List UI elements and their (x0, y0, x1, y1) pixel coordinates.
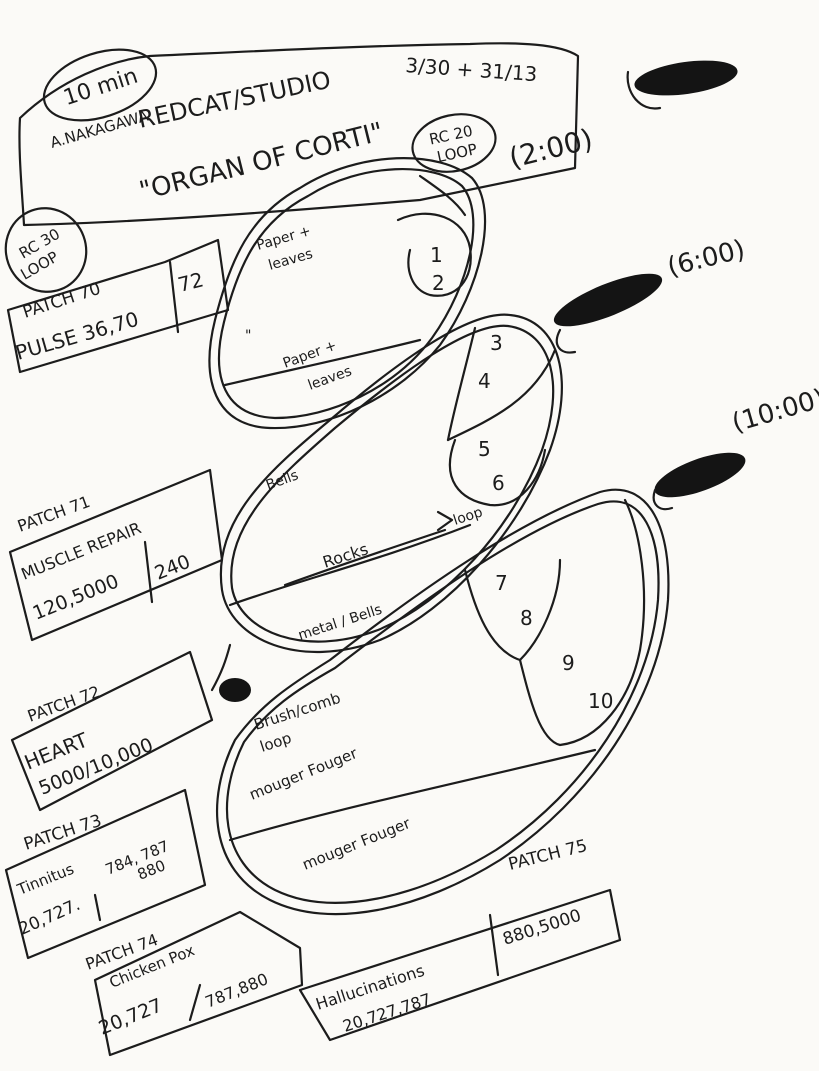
patch-72-label: PATCH 72 (25, 682, 103, 726)
shape-2 (219, 313, 563, 654)
scribble-redaction-1 (626, 60, 738, 110)
scribble-redaction-4 (219, 678, 251, 702)
region-number-3: 3 (490, 331, 503, 355)
region-number-6: 6 (492, 471, 505, 495)
dates-text: 3/30 + 31/13 (405, 53, 538, 86)
composer-name: A.NAKAGAWA (48, 106, 151, 151)
patch-71-value: 240 (152, 551, 194, 585)
time-mark-3: (10:00) (729, 384, 819, 439)
patch-73-values: 20,727. (16, 895, 83, 940)
bells-label: Bells (264, 467, 301, 493)
region-number-2: 2 (432, 271, 445, 295)
patch-71-label: PATCH 71 (15, 492, 93, 536)
piece-title: "ORGAN OF CORTI" (136, 117, 386, 207)
loop-arrow (436, 510, 454, 532)
region-number-7: 7 (495, 571, 508, 595)
metal-bells-label: metal / Bells (296, 602, 384, 644)
scribble-redaction-3 (652, 452, 746, 511)
paper-leaves-1-line2: leaves (267, 246, 315, 274)
region-number-4: 4 (478, 369, 491, 393)
patch-71-values: 120,5000 (30, 570, 122, 624)
title-box (18, 42, 580, 227)
brush-comb-label: Brush/comb (252, 689, 343, 734)
venue-text: REDCAT/STUDIO (135, 66, 333, 134)
ditto-mark: " (245, 328, 251, 344)
rocks-divider (283, 528, 447, 587)
patch-70-value: 72 (175, 267, 206, 296)
mouger-fouger-2: mouger Fouger (300, 814, 414, 874)
patch-74-values: 20,727 (96, 994, 166, 1039)
rc20-loop-circle: RC 20 LOOP (411, 113, 497, 173)
time-mark-1: (2:00) (506, 122, 596, 175)
region-number-10: 10 (588, 689, 613, 713)
patch-73: PATCH 73 Tinnitus 20,727. 784, 787 880 (4, 788, 207, 960)
rc30-loop-circle: RC 30 LOOP (4, 207, 88, 293)
region-number-5: 5 (478, 437, 491, 461)
patch-73-name: Tinnitus (14, 860, 77, 899)
duration-text: 10 min (61, 64, 141, 111)
patch-74-extra: 787,880 (202, 969, 270, 1011)
region-number-1: 1 (430, 243, 443, 267)
shape-3 (215, 488, 670, 916)
arrow-to-shape (210, 643, 232, 692)
region-number-8: 8 (520, 606, 533, 630)
region-number-9: 9 (562, 651, 575, 675)
patch-75: PATCH 75 Hallucinations 20,727,787 880,5… (298, 836, 622, 1042)
paper-leaves-2-line2: leaves (306, 363, 354, 394)
patch-74: PATCH 74 Chicken Pox 20,727 787,880 (83, 910, 304, 1057)
patch-71: PATCH 71 MUSCLE REPAIR 120,5000 240 (8, 468, 224, 642)
patch-75-label: PATCH 75 (506, 836, 589, 875)
scribble-redaction-2 (553, 273, 663, 354)
patch-72: PATCH 72 HEART 5000/10,000 (10, 643, 232, 812)
brush-loop-label: loop (258, 729, 294, 756)
time-mark-2: (6:00) (664, 235, 748, 283)
